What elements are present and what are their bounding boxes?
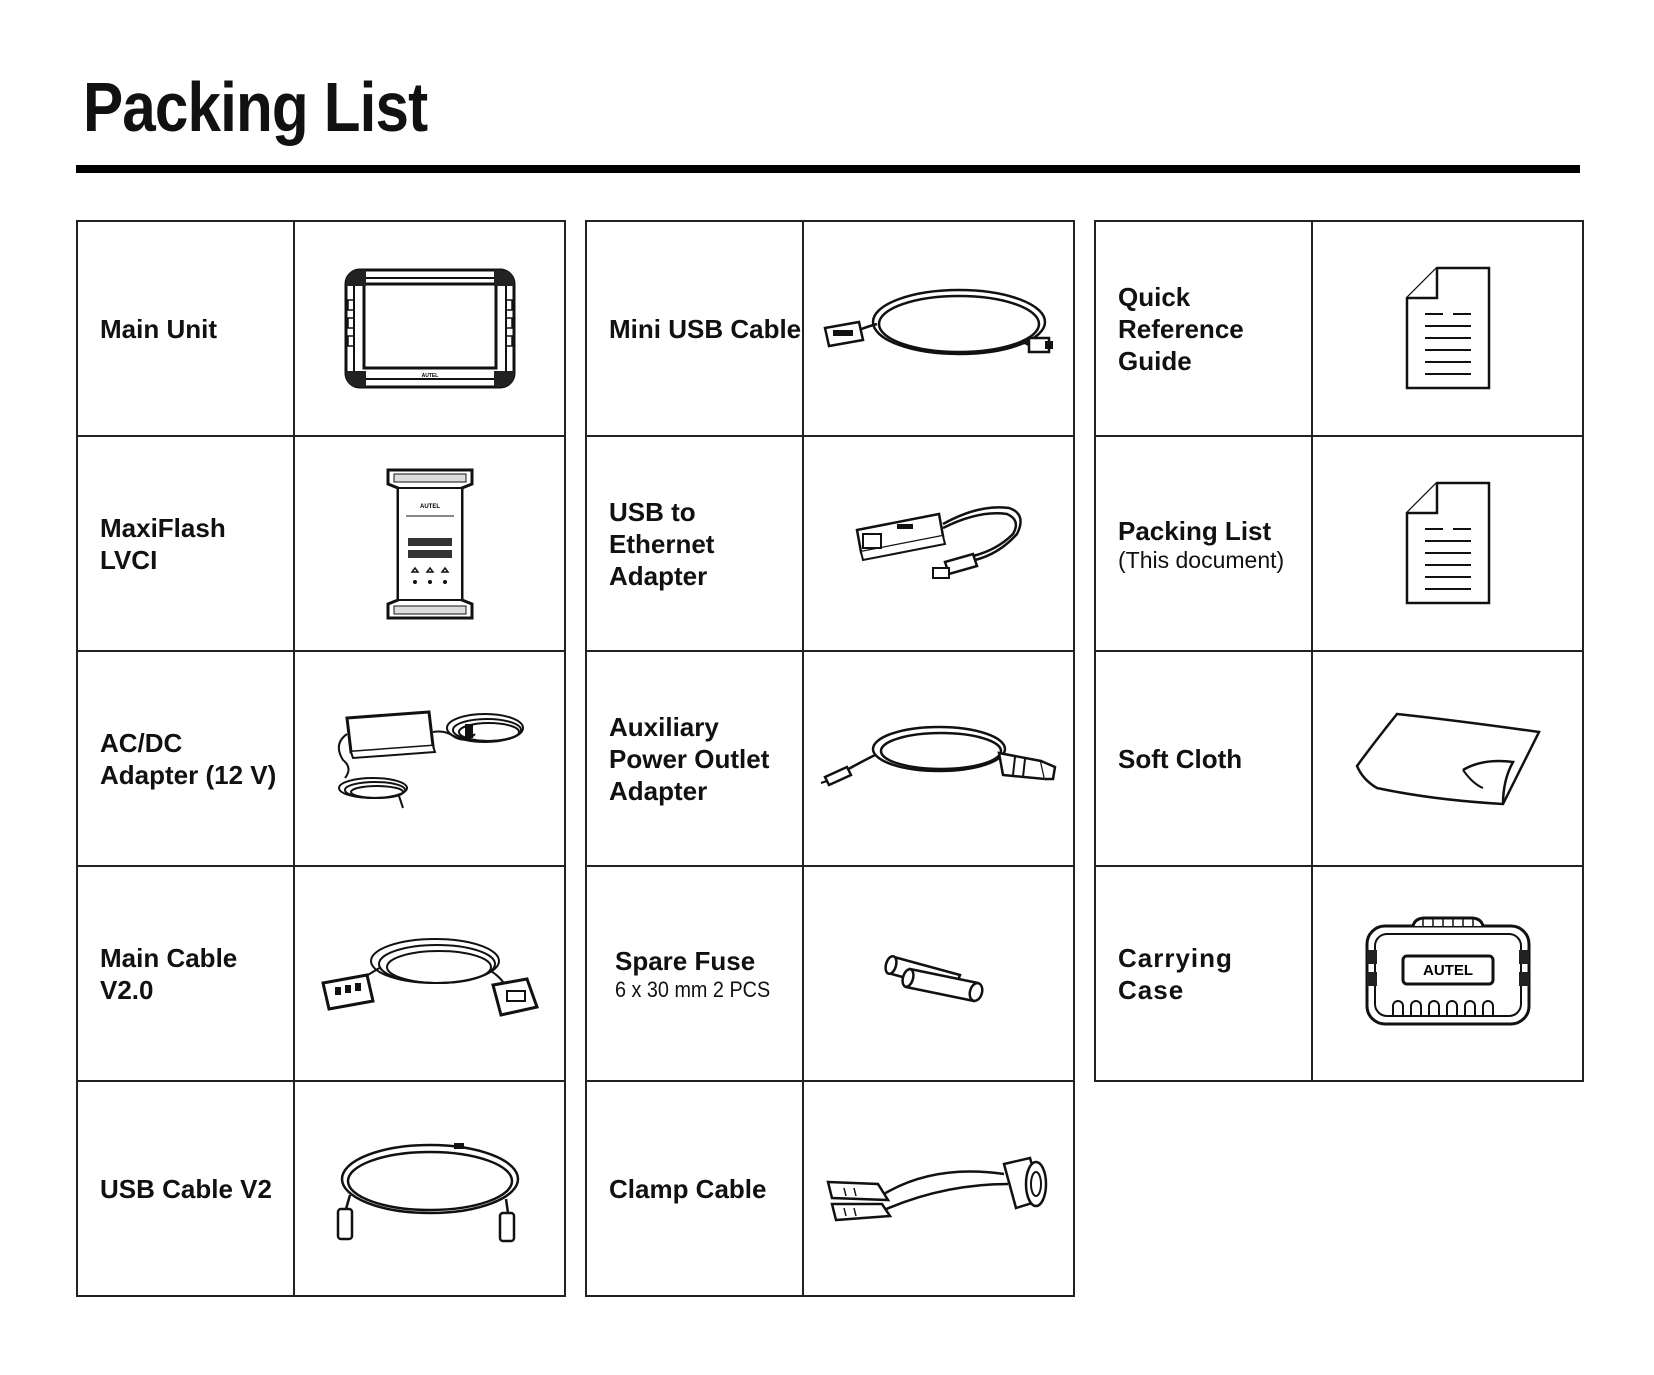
fuse-icon bbox=[883, 954, 984, 1002]
lvci-logo: AUTEL bbox=[420, 504, 440, 510]
page-title: Packing List bbox=[83, 68, 428, 146]
lvci-device-icon: AUTEL bbox=[386, 468, 473, 619]
item-label: Mini USB Cable bbox=[609, 313, 802, 344]
table-row: Mini USB Cable bbox=[585, 220, 1075, 437]
table-row: Main Unit AUTEL bbox=[76, 220, 566, 437]
item-label: Packing List bbox=[1118, 515, 1272, 546]
main-cable-icon bbox=[320, 937, 539, 1017]
item-label: Main Cable V2.0 bbox=[100, 942, 238, 1005]
item-label: USB Cable V2 bbox=[100, 1173, 272, 1204]
item-label: Soft Cloth bbox=[1118, 743, 1243, 774]
item-label: AC/DC Adapter (12 V) bbox=[100, 727, 277, 790]
item-sublabel: 6 x 30 mm 2 PCS bbox=[615, 976, 771, 1002]
usb-cable-icon bbox=[336, 1142, 519, 1242]
usb-ethernet-adapter-icon bbox=[855, 505, 1022, 579]
table-row: Clamp Cable bbox=[585, 1080, 1075, 1297]
packing-table-col-3: Quick Reference Guide Packing List (This… bbox=[1094, 220, 1584, 1082]
ac-dc-adapter-icon bbox=[337, 709, 524, 808]
item-label: USB to Ethernet Adapter bbox=[609, 496, 715, 591]
packing-table-col-1: Main Unit AUTEL MaxiFlash LVCI bbox=[76, 220, 566, 1297]
table-row: MaxiFlash LVCI AUTEL bbox=[76, 435, 566, 652]
table-row: Quick Reference Guide bbox=[1094, 220, 1584, 437]
item-label: Spare Fuse bbox=[615, 945, 756, 976]
table-row: Packing List (This document) bbox=[1094, 435, 1584, 652]
document-icon bbox=[1405, 266, 1490, 390]
soft-cloth-icon bbox=[1355, 712, 1541, 805]
clamp-cable-icon bbox=[825, 1156, 1047, 1221]
power-outlet-adapter-icon bbox=[820, 725, 1056, 787]
table-row: USB Cable V2 bbox=[76, 1080, 566, 1297]
item-label: Main Unit bbox=[100, 313, 217, 344]
tablet-logo: AUTEL bbox=[421, 373, 438, 379]
document-icon bbox=[1405, 481, 1490, 605]
item-label: Quick Reference Guide bbox=[1118, 281, 1244, 376]
title-rule bbox=[76, 165, 1580, 173]
case-logo: AUTEL bbox=[1423, 962, 1473, 979]
table-row: USB to Ethernet Adapter bbox=[585, 435, 1075, 652]
table-row: Soft Cloth bbox=[1094, 650, 1584, 867]
table-row: Main Cable V2.0 bbox=[76, 865, 566, 1082]
table-row: Auxiliary Power Outlet Adapter bbox=[585, 650, 1075, 867]
item-sublabel: (This document) bbox=[1118, 546, 1285, 573]
item-label: Auxiliary Power Outlet Adapter bbox=[609, 711, 770, 806]
table-row: Carrying Case AUTEL bbox=[1094, 865, 1584, 1082]
item-label: Clamp Cable bbox=[609, 1173, 767, 1204]
item-label: Carrying Case bbox=[1118, 942, 1233, 1005]
mini-usb-cable-icon bbox=[822, 288, 1053, 355]
main-unit-tablet-icon: AUTEL bbox=[344, 268, 515, 389]
carrying-case-icon: AUTEL bbox=[1365, 916, 1530, 1026]
packing-table-col-2: Mini USB Cable USB to Ethernet Adapter bbox=[585, 220, 1075, 1297]
table-row: AC/DC Adapter (12 V) bbox=[76, 650, 566, 867]
table-row: Spare Fuse 6 x 30 mm 2 PCS bbox=[585, 865, 1075, 1082]
item-label: MaxiFlash LVCI bbox=[100, 512, 226, 575]
